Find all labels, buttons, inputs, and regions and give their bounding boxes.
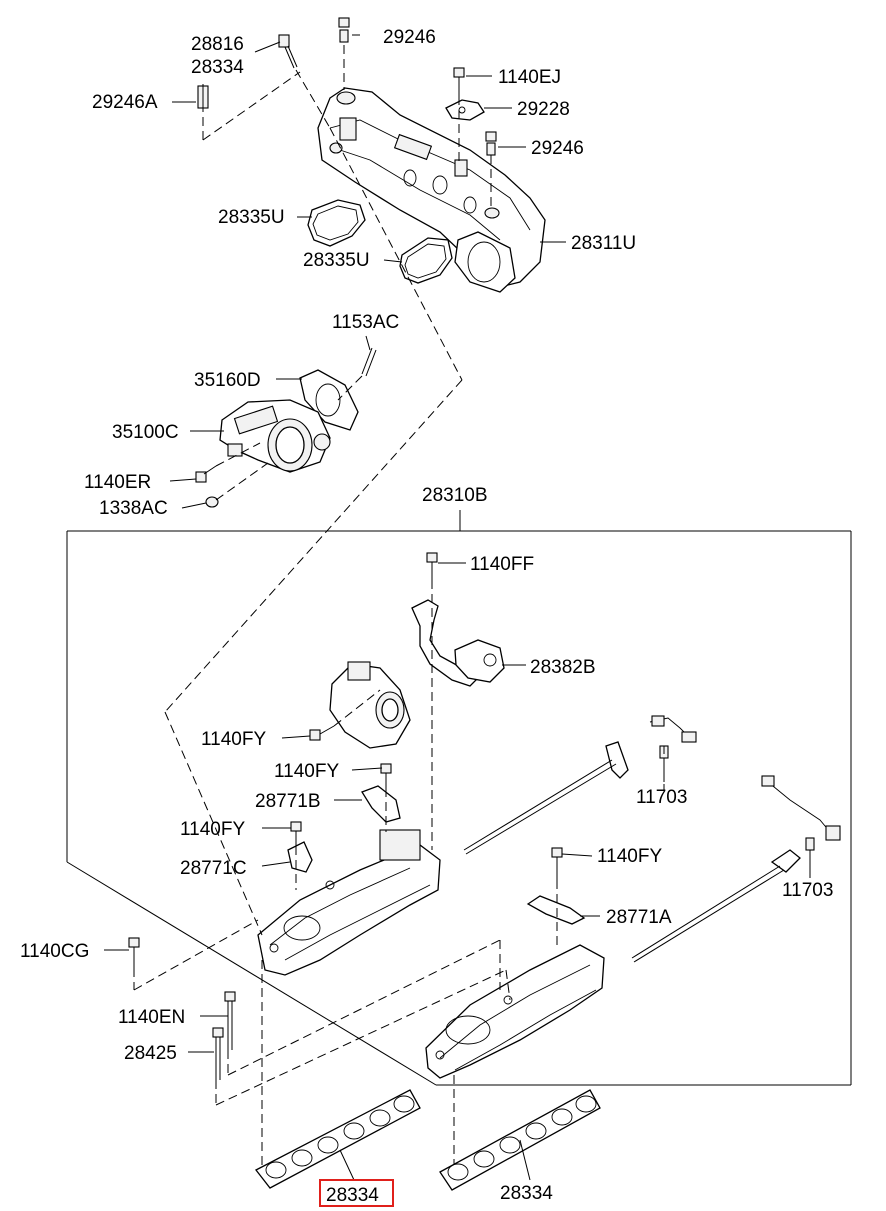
bolt-1140cg bbox=[128, 937, 140, 968]
label-35160d: 35160D bbox=[194, 370, 261, 391]
stud-28425 bbox=[212, 1027, 224, 1080]
stud-1153ac bbox=[361, 347, 377, 377]
nut-1338ac bbox=[205, 496, 219, 508]
label-28771b: 28771B bbox=[255, 791, 321, 812]
bolt-1140ff bbox=[426, 552, 438, 580]
label-28771a: 28771A bbox=[606, 907, 672, 928]
label-1140fy-d: 1140FY bbox=[597, 846, 662, 867]
gasket-28335u-b bbox=[399, 237, 453, 284]
label-29246-a: 29246 bbox=[383, 27, 436, 48]
bolt-1140fy-d bbox=[551, 847, 563, 880]
label-11703-b: 11703 bbox=[782, 880, 833, 901]
label-28335u-a: 28335U bbox=[218, 207, 285, 228]
stud-29246a bbox=[197, 84, 209, 112]
label-28771c: 28771C bbox=[180, 858, 247, 879]
lower-manifold-left bbox=[257, 829, 441, 976]
bolt-29246-top bbox=[338, 17, 350, 43]
label-28310b: 28310B bbox=[422, 485, 488, 506]
sensor-11703-b bbox=[631, 775, 841, 963]
sensor-11703-a bbox=[463, 715, 697, 855]
bracket-28771c bbox=[287, 841, 313, 873]
label-1140cg: 1140CG bbox=[20, 941, 89, 962]
label-1140er: 1140ER bbox=[84, 472, 151, 493]
throttle-body-35100c bbox=[219, 399, 331, 473]
label-1140ej: 1140EJ bbox=[498, 67, 561, 88]
label-28334-right: 28334 bbox=[500, 1183, 553, 1204]
egr-valve bbox=[329, 661, 411, 749]
bracket-28771a bbox=[526, 895, 586, 925]
label-1140ff: 1140FF bbox=[470, 554, 534, 575]
label-29246a: 29246A bbox=[92, 92, 158, 113]
bracket-29228 bbox=[445, 99, 485, 121]
label-1338ac: 1338AC bbox=[99, 498, 168, 519]
bracket-28771b bbox=[361, 785, 401, 823]
throttle-flange bbox=[454, 231, 516, 293]
label-1140fy-c: 1140FY bbox=[180, 819, 245, 840]
bolt-1140er bbox=[195, 465, 217, 483]
bolt-1140fy-c bbox=[290, 821, 302, 846]
label-28425: 28425 bbox=[124, 1043, 177, 1064]
label-1153ac: 1153AC bbox=[332, 312, 399, 333]
bolt-1140en bbox=[224, 991, 236, 1050]
label-1140fy-a: 1140FY bbox=[201, 729, 266, 750]
gasket-28334-left bbox=[255, 1089, 421, 1189]
bolt-1140fy-b bbox=[380, 763, 392, 788]
label-29246-b: 29246 bbox=[531, 138, 584, 159]
label-28334-highlighted: 28334 bbox=[326, 1185, 379, 1206]
label-28816: 28816 bbox=[191, 34, 244, 55]
label-28334-top: 28334 bbox=[191, 57, 244, 78]
label-35100c: 35100C bbox=[112, 422, 179, 443]
bolt-28816 bbox=[278, 34, 298, 69]
label-29228: 29228 bbox=[517, 99, 570, 120]
label-11703-a: 11703 bbox=[636, 787, 687, 808]
bolt-1140ej bbox=[453, 67, 465, 96]
label-28335u-b: 28335U bbox=[303, 250, 370, 271]
highlight-box bbox=[319, 1179, 394, 1207]
label-1140en: 1140EN bbox=[118, 1007, 185, 1028]
bolt-29246-right bbox=[485, 131, 497, 156]
bolt-1140fy-a bbox=[309, 725, 335, 741]
assembly-box-28310b bbox=[66, 510, 852, 1086]
gasket-35160d bbox=[299, 369, 359, 431]
label-1140fy-b: 1140FY bbox=[274, 761, 339, 782]
bracket-28382b bbox=[411, 599, 505, 687]
gasket-28335u-a bbox=[307, 199, 366, 247]
label-28382b: 28382B bbox=[530, 657, 596, 678]
label-28311u: 28311U bbox=[571, 233, 636, 254]
lower-manifold-right bbox=[425, 944, 605, 1079]
